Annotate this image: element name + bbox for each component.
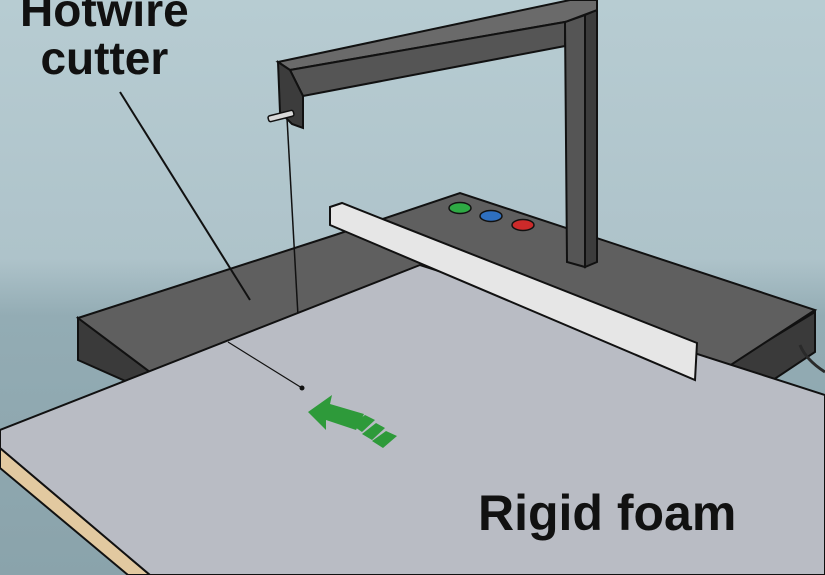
arm-post-side xyxy=(584,8,598,269)
hotwire-cutter-label: Hotwire cutter xyxy=(20,0,189,82)
button-green xyxy=(448,201,472,215)
hotwire-label-line1: Hotwire xyxy=(20,0,189,36)
button-blue xyxy=(479,209,503,223)
arrow-left-icon xyxy=(308,395,397,448)
fence-guide xyxy=(329,201,699,382)
hotwire-label-line2: cutter xyxy=(40,32,169,84)
wire-screw xyxy=(267,109,295,123)
cut-line xyxy=(227,341,303,389)
button-red xyxy=(511,218,535,232)
label-leader-line xyxy=(119,91,251,301)
rigid-foam-label: Rigid foam xyxy=(478,485,737,541)
power-cord xyxy=(798,344,825,374)
arm-post-front xyxy=(563,13,586,269)
